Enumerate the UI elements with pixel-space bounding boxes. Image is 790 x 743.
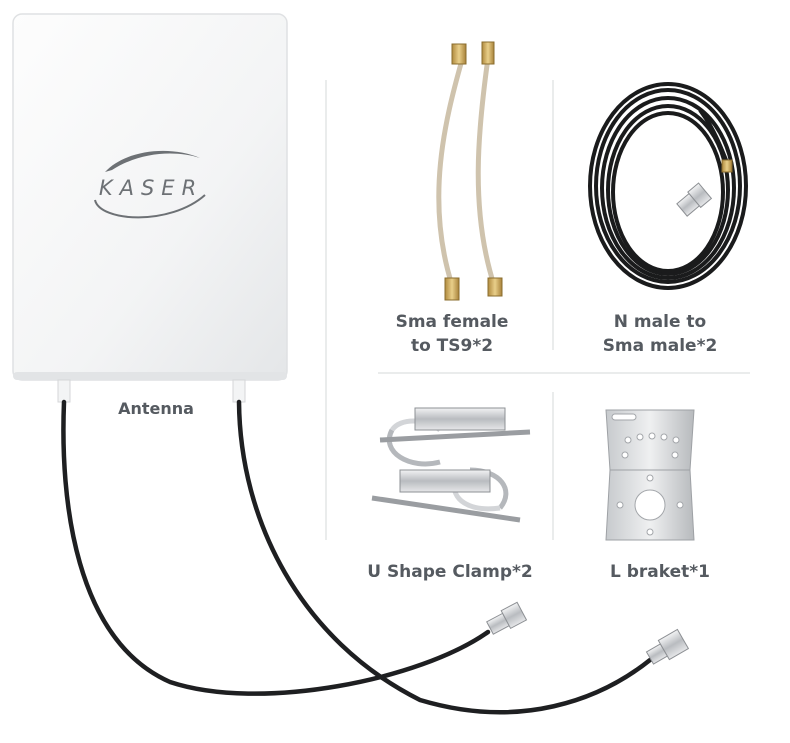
sma-pigtail-cables — [436, 41, 503, 301]
u-shape-clamps — [371, 407, 531, 523]
bracket-label: L braket*1 — [610, 562, 710, 582]
coiled-cable — [588, 82, 748, 290]
brand-logo-text: KASER — [98, 176, 204, 200]
n-cable-label: N male to Sma male*2 — [580, 310, 740, 358]
sma-cable-label-line1: Sma female — [395, 312, 509, 332]
n-connector-2 — [645, 628, 690, 665]
kaser-logo — [94, 150, 206, 219]
l-bracket — [605, 409, 695, 541]
antenna-label: Antenna — [118, 399, 194, 418]
n-cable-label-line1: N male to — [613, 312, 707, 332]
clamp-label: U Shape Clamp*2 — [367, 562, 533, 582]
sma-cable-label: Sma female to TS9*2 — [372, 310, 532, 358]
n-cable-label-line2: Sma male*2 — [602, 336, 718, 356]
divider-lines — [325, 80, 750, 540]
n-connector-1 — [486, 601, 528, 635]
sma-cable-label-line2: to TS9*2 — [410, 336, 494, 356]
antenna-cables — [61, 399, 653, 715]
antenna-panel — [12, 13, 288, 403]
